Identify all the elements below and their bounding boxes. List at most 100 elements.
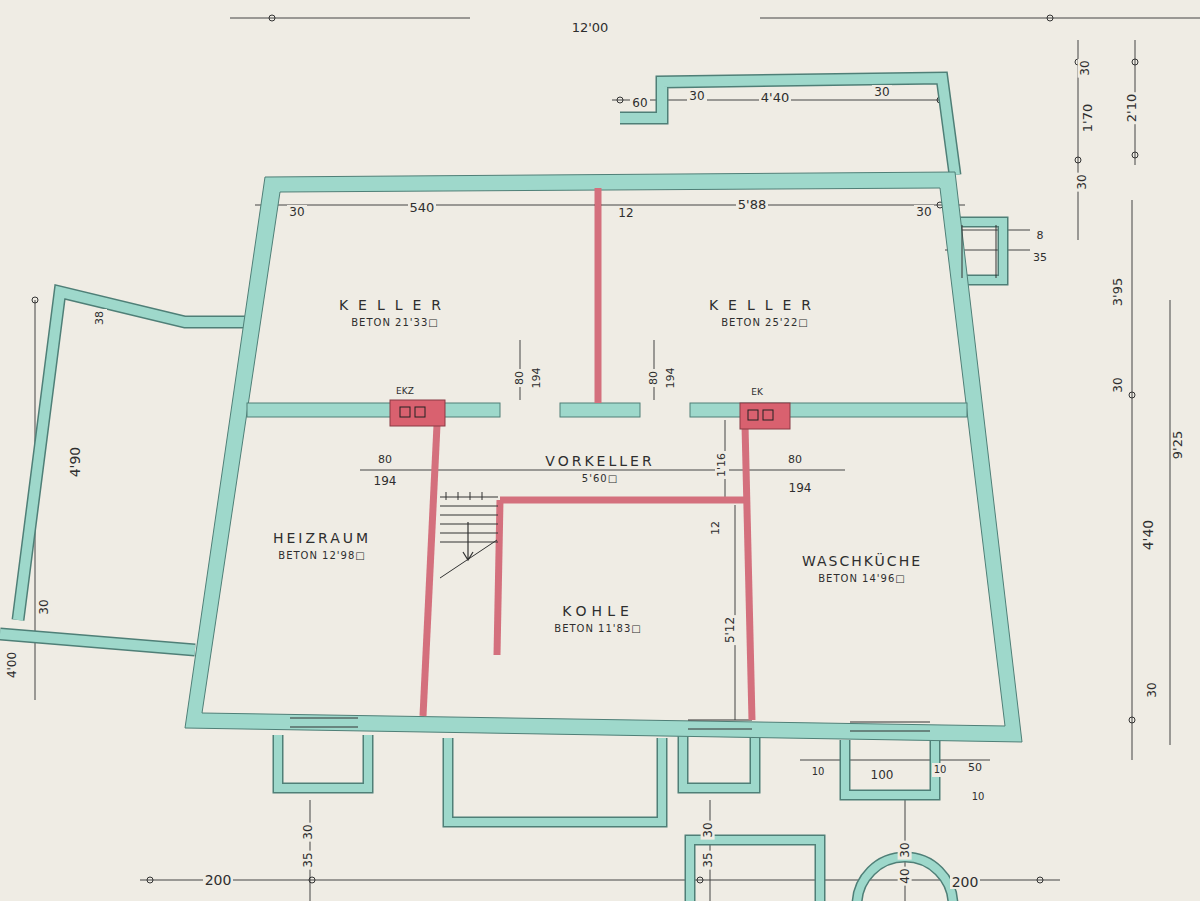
window-well-outline [278, 222, 1003, 901]
room-name: KOHLE [554, 603, 641, 619]
round-shaft [857, 857, 953, 901]
dimension: 30 [898, 840, 912, 859]
dimension: 30 [701, 820, 715, 839]
dimension-tick [1132, 59, 1138, 65]
room: WASCHKÜCHE BETON 14'96□ [797, 550, 927, 587]
dimension: 30 [1145, 680, 1159, 699]
dimension-tick [1075, 157, 1081, 163]
dimension: 9'25 [1171, 429, 1185, 461]
dimension: 80 [647, 369, 661, 387]
chimney-label: EK [749, 385, 765, 399]
dimension-tick [1129, 717, 1135, 723]
partition-wall [500, 497, 745, 504]
dimension: 194 [529, 366, 543, 391]
dimension-tick [1037, 877, 1043, 883]
dimension-line [140, 880, 1060, 881]
annex-wall-outline [620, 78, 955, 175]
dimension: 10 [970, 790, 987, 804]
stair-arrow [463, 522, 473, 560]
partition-wall [595, 188, 602, 403]
chimney-flue [748, 410, 758, 420]
dimension: 60 [630, 96, 649, 110]
dimension: 30 [1111, 375, 1125, 394]
inner-wall [247, 403, 500, 417]
dimension: 30 [1078, 58, 1092, 77]
dimension: 194 [663, 366, 677, 391]
dimension: 4'00 [5, 650, 19, 680]
dimension-tick [147, 877, 153, 883]
dimension: 1'70 [1081, 102, 1095, 134]
dimension-line [255, 205, 965, 206]
annex-wall [620, 78, 955, 175]
room-name: WASCHKÜCHE [802, 553, 922, 569]
dimension-line [800, 760, 990, 761]
dimension: 10 [810, 765, 827, 779]
dimension: 12 [709, 519, 723, 537]
dimension: 80 [513, 369, 527, 387]
dimension: 30 [287, 205, 306, 219]
dimension: 100 [869, 768, 896, 782]
dimension: 5'88 [736, 198, 768, 212]
room-name: HEIZRAUM [273, 530, 371, 546]
room: KELLER BETON 21'33□ [334, 294, 456, 331]
dimension-tick [617, 97, 623, 103]
dimension: 80 [786, 453, 804, 467]
chimney-flue [400, 407, 410, 417]
dimension-tick [1129, 392, 1135, 398]
room-area: BETON 25'22□ [709, 317, 821, 328]
chimney-flue [415, 407, 425, 417]
chimney-label: EKZ [394, 384, 416, 398]
dimension: 200 [203, 873, 234, 887]
round-shaft [857, 857, 953, 901]
room-area: BETON 14'96□ [802, 573, 922, 584]
dimension: 30 [687, 89, 706, 103]
chimney-flue [763, 410, 773, 420]
dimension: 4'90 [68, 445, 82, 480]
stair-steps [440, 492, 498, 578]
dimension: 38 [93, 309, 107, 327]
dimension-line [230, 18, 1200, 19]
room-area: 5'60□ [545, 473, 654, 484]
partition-wall [497, 500, 500, 655]
dimension: 35 [701, 850, 715, 869]
room: KOHLE BETON 11'83□ [549, 600, 646, 637]
dimension-tick [1132, 152, 1138, 158]
dimension: 30 [301, 822, 315, 841]
dimension: 80 [376, 453, 394, 467]
room-area: BETON 12'98□ [273, 550, 371, 561]
dimension: 30 [872, 85, 891, 99]
dimension: 200 [950, 875, 981, 889]
room: VORKELLER5'60□ [540, 450, 659, 487]
dimension: 10 [932, 763, 949, 777]
dimension: 12 [616, 206, 635, 220]
inner-wall [560, 403, 640, 417]
dimension-line [520, 340, 654, 400]
dimension: 35 [1031, 251, 1049, 265]
dimension: 30 [1075, 172, 1089, 191]
dimension: 5'12 [723, 615, 737, 645]
room: KELLERBETON 25'22□ [704, 294, 826, 331]
partition-wall [423, 425, 437, 716]
dimension: 1'16 [715, 451, 729, 479]
dimension: 30 [37, 597, 51, 616]
dimension: 194 [787, 481, 814, 495]
dimension-tick [697, 877, 703, 883]
room-area: BETON 11'83□ [554, 623, 641, 634]
dimension: 540 [408, 201, 437, 215]
dimension: 50 [966, 761, 984, 775]
dimension-tick [1047, 15, 1053, 21]
room: HEIZRAUM BETON 12'98□ [268, 527, 376, 564]
dimension: 35 [301, 850, 315, 869]
chimney [390, 400, 445, 426]
dimension-tick [32, 297, 38, 303]
dimension: 3'95 [1111, 276, 1125, 308]
dimension: 194 [372, 474, 399, 488]
dimension: 30 [914, 205, 933, 219]
room-name: KELLER [339, 297, 451, 313]
dimension: 8 [1035, 229, 1046, 243]
dimension: 4'40 [759, 91, 791, 105]
dimension: 12'00 [570, 21, 611, 35]
room-area: BETON 21'33□ [339, 317, 451, 328]
